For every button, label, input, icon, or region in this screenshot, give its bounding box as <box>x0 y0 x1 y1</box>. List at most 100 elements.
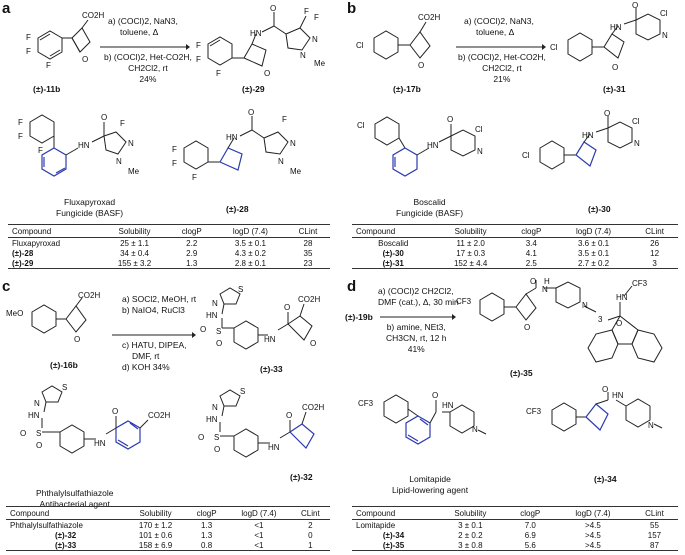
svg-text:Me: Me <box>290 167 302 176</box>
svg-text:Cl: Cl <box>522 151 530 160</box>
structure-17b: Cl CO2H O <box>356 13 440 70</box>
svg-text:F: F <box>26 33 31 42</box>
svg-text:N: N <box>300 51 306 60</box>
compound-label-35: (±)-35 <box>510 368 533 378</box>
svg-text:Cl: Cl <box>356 41 364 50</box>
svg-text:HN: HN <box>206 311 218 320</box>
svg-text:N: N <box>116 157 122 166</box>
compound-label-17b: (±)-17b <box>393 84 421 94</box>
compound-label-31: (±)-31 <box>603 84 626 94</box>
svg-text:F: F <box>172 145 177 154</box>
svg-text:F: F <box>38 146 43 155</box>
svg-text:HN: HN <box>206 415 218 424</box>
svg-text:Cl: Cl <box>632 117 640 126</box>
structure-lomitapide: CF3 O HN N <box>358 391 487 445</box>
svg-text:O: O <box>82 55 88 64</box>
reaction-arrow-c <box>112 332 196 338</box>
svg-text:F: F <box>314 13 319 22</box>
svg-text:O: O <box>432 391 438 400</box>
svg-text:S: S <box>62 383 67 392</box>
svg-text:O: O <box>214 445 220 454</box>
svg-text:F: F <box>216 69 221 78</box>
svg-text:O: O <box>200 325 206 334</box>
structure-phthalylsulfathiazole: S N HN O S O HN O CO2H <box>20 383 170 454</box>
svg-text:HN: HN <box>427 141 439 150</box>
svg-text:O: O <box>604 109 610 118</box>
compound-label-30: (±)-30 <box>588 204 611 214</box>
svg-text:F: F <box>282 115 287 124</box>
svg-text:CO2H: CO2H <box>82 11 104 20</box>
conditions-b: a) (COCl)2, NaN3,toluene, Δ <box>464 16 534 37</box>
panel-label-a: a <box>2 0 11 17</box>
svg-text:N: N <box>128 139 134 148</box>
structure-28: F F F HN O F N N Me <box>172 108 302 182</box>
svg-text:CO2H: CO2H <box>302 403 324 412</box>
svg-text:HN: HN <box>250 29 262 38</box>
structure-boscalid: Cl HN O Cl N <box>357 115 483 177</box>
svg-text:Me: Me <box>314 59 326 68</box>
svg-text:O: O <box>602 385 608 394</box>
svg-text:Cl: Cl <box>475 125 483 134</box>
svg-text:CF3: CF3 <box>456 297 472 306</box>
svg-text:HN: HN <box>78 141 90 150</box>
svg-text:S: S <box>214 433 219 442</box>
svg-text:CF3: CF3 <box>358 399 374 408</box>
svg-text:CO2H: CO2H <box>298 295 320 304</box>
svg-text:F: F <box>196 55 201 64</box>
svg-text:N: N <box>542 285 548 294</box>
svg-text:N: N <box>477 147 483 156</box>
structure-16b: MeO CO2H O <box>6 291 100 344</box>
compound-label-33: (±)-33 <box>260 364 283 374</box>
svg-text:N: N <box>472 425 478 434</box>
svg-text:HN: HN <box>616 293 628 302</box>
reaction-arrow-b <box>456 44 546 50</box>
svg-text:F: F <box>18 132 23 141</box>
svg-text:CO2H: CO2H <box>418 13 440 22</box>
structure-30: Cl HN O Cl N <box>522 109 640 170</box>
compound-label-29: (±)-29 <box>242 84 265 94</box>
svg-text:N: N <box>212 403 218 412</box>
svg-text:F: F <box>192 173 197 182</box>
panel-label-b: b <box>347 0 357 17</box>
reaction-arrow-d <box>380 314 456 320</box>
svg-text:CO2H: CO2H <box>148 411 170 420</box>
compound-label-28: (±)-28 <box>226 204 249 214</box>
structure-29: F F F HN O O F F N N Me <box>196 4 326 78</box>
structure-31: Cl HN O Cl N O <box>550 1 668 72</box>
svg-text:HN: HN <box>612 391 624 400</box>
structure-35: CF3 O H N N 3 HN CF3 O O <box>456 277 663 363</box>
svg-text:O: O <box>284 303 290 312</box>
structure-34: CF3 O HN N <box>526 385 663 432</box>
svg-text:N: N <box>634 139 640 148</box>
svg-text:O: O <box>101 113 107 122</box>
svg-text:N: N <box>278 157 284 166</box>
svg-text:HN: HN <box>442 401 454 410</box>
svg-text:H: H <box>544 277 550 286</box>
svg-text:Cl: Cl <box>550 43 558 52</box>
svg-text:O: O <box>632 1 638 10</box>
svg-text:O: O <box>248 108 254 117</box>
svg-text:O: O <box>74 335 80 344</box>
structure-11b: F F F CO2H O <box>26 11 104 70</box>
svg-text:S: S <box>36 429 41 438</box>
svg-text:F: F <box>196 41 201 50</box>
svg-text:Me: Me <box>128 167 140 176</box>
svg-text:O: O <box>112 407 118 416</box>
conditions-d: a) (COCl)2 CH2Cl2,DMF (cat.), Δ, 30 min <box>378 286 459 307</box>
svg-text:N: N <box>212 299 218 308</box>
